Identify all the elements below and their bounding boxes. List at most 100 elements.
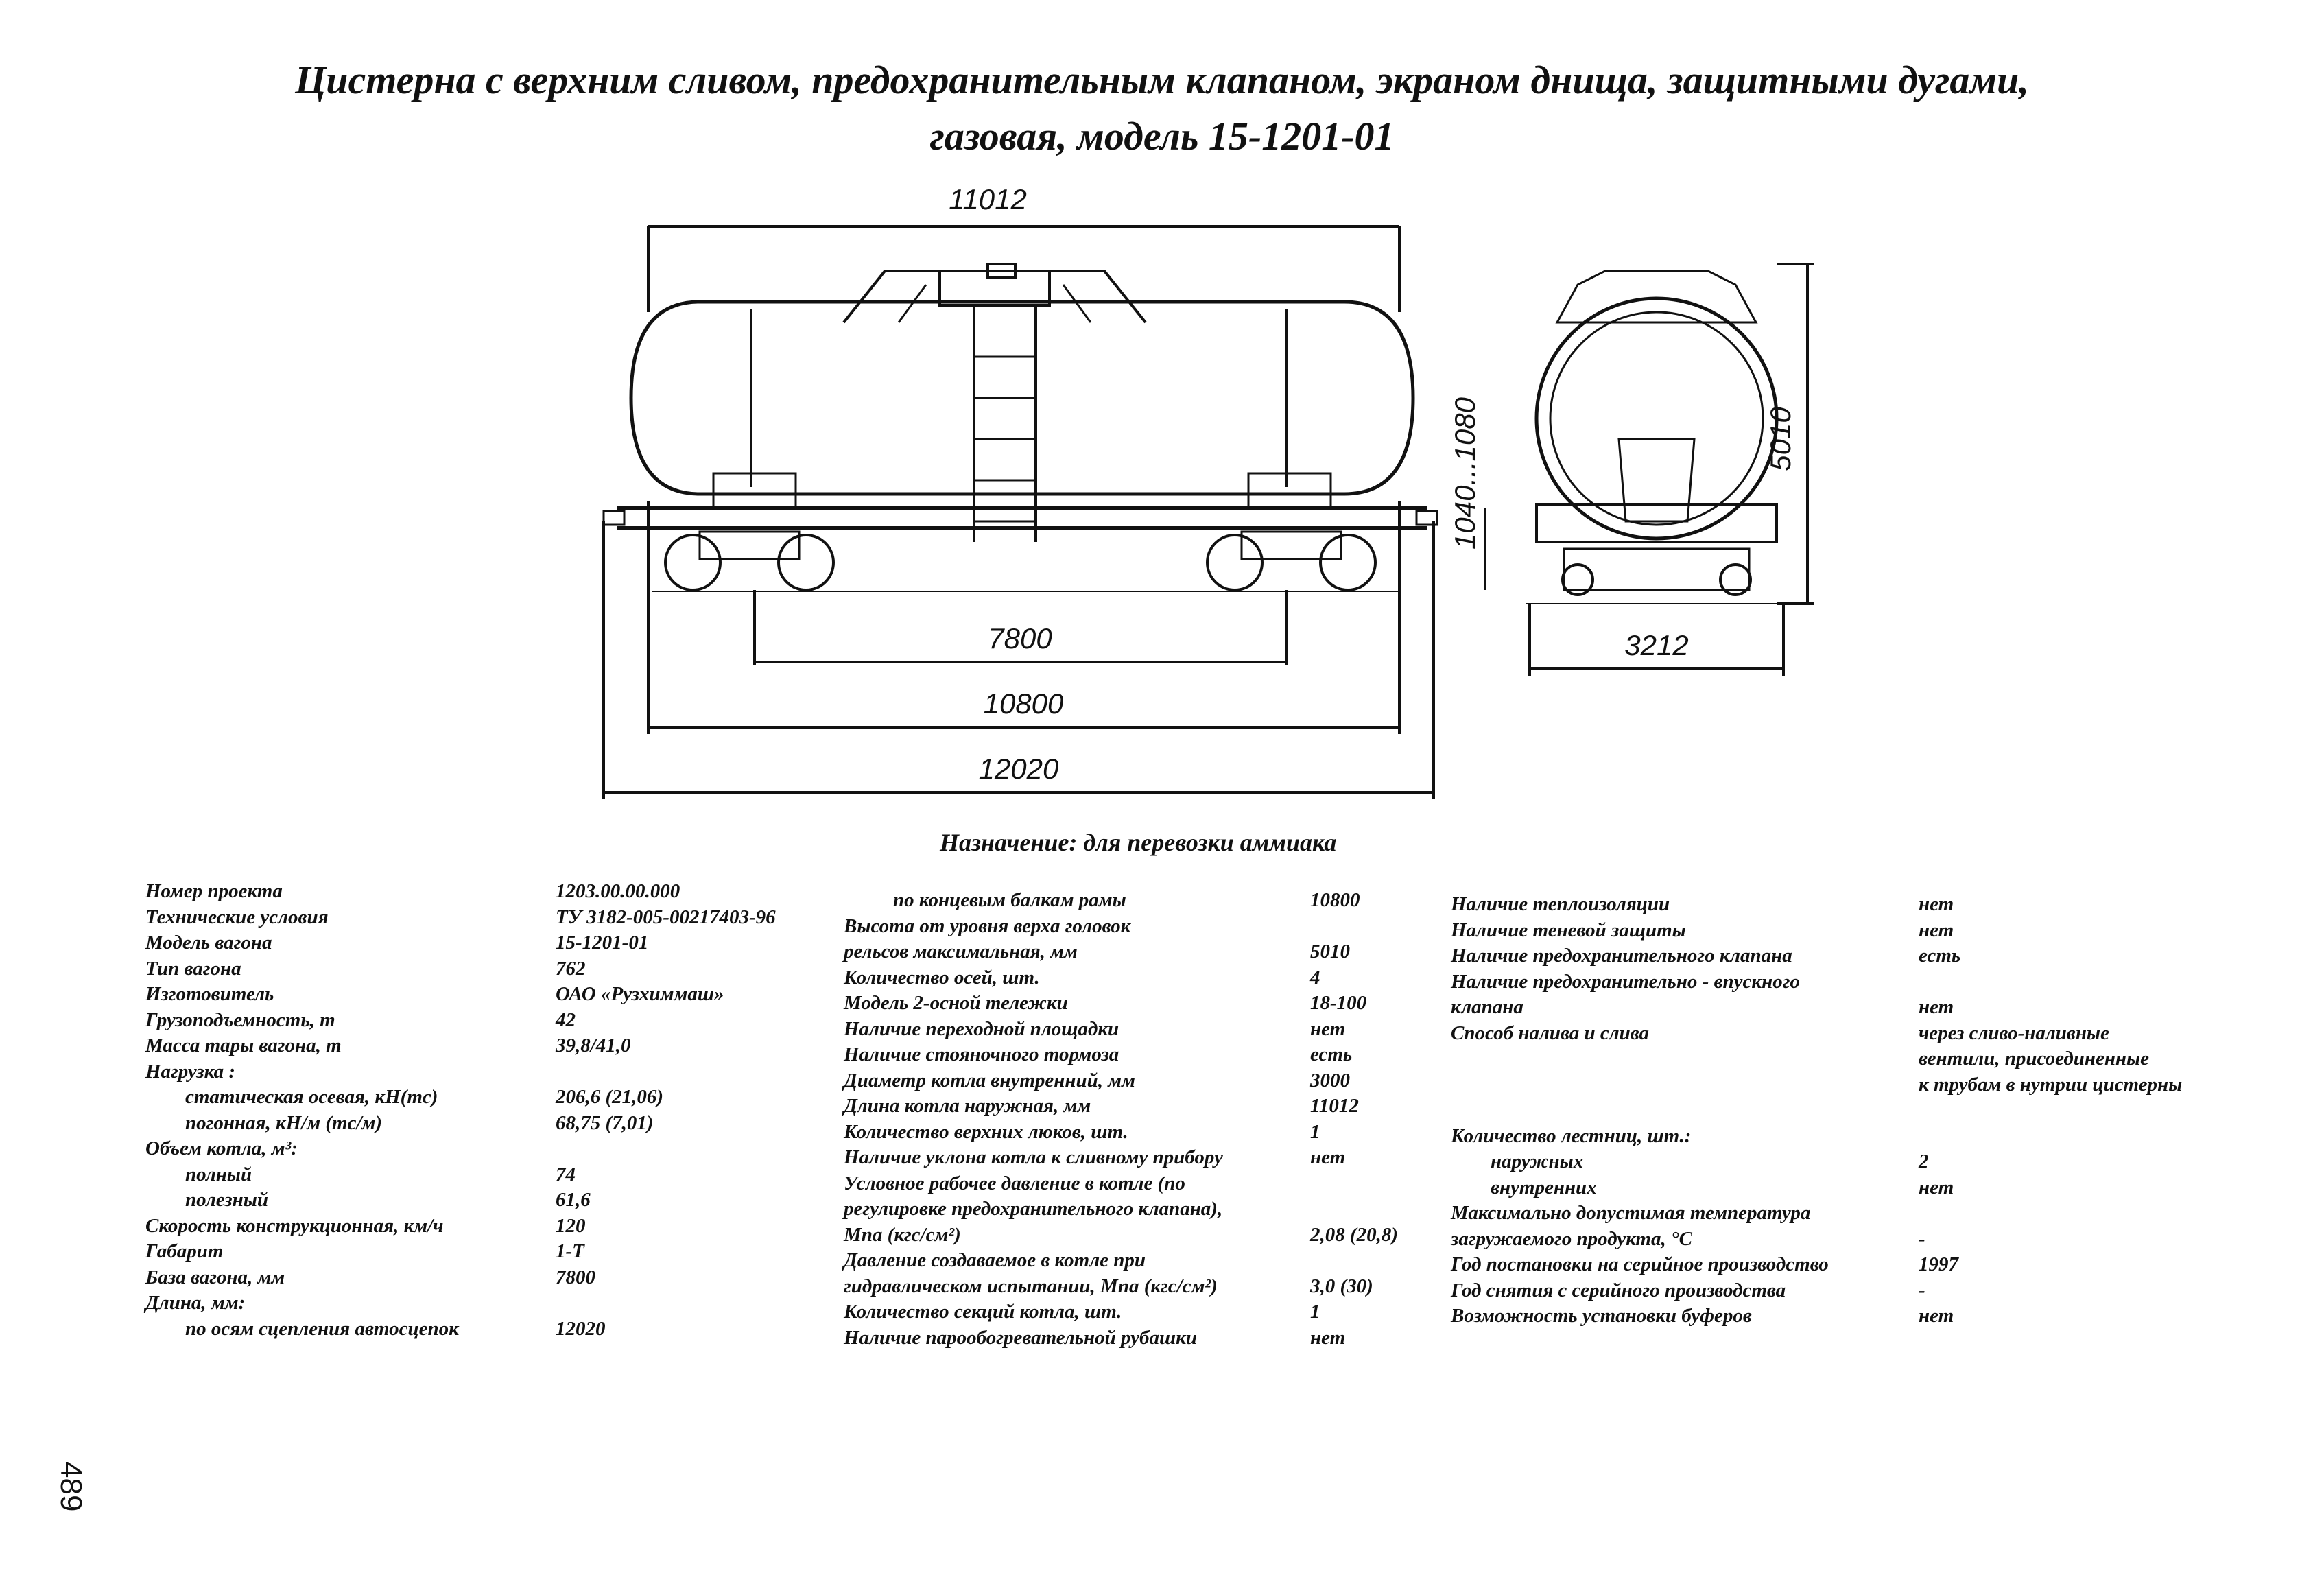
spec-label: Наличие предохранительного клапана — [1451, 945, 1792, 967]
spec-label: гидравлическом испытании, Мпа (кгс/см²) — [844, 1275, 1218, 1297]
spec-value: 18-100 — [1310, 992, 1367, 1014]
spec-label: Масса тары вагона, т — [145, 1035, 342, 1056]
spec-row: Год снятия с серийного производства - — [1451, 1279, 2246, 1305]
spec-label: Диаметр котла внутренний, мм — [844, 1069, 1135, 1091]
spec-label: Модель вагона — [145, 932, 272, 954]
spec-label: рельсов максимальная, мм — [844, 941, 1078, 962]
spec-row: Высота от уровня верха головок — [844, 915, 1461, 941]
spec-row: База вагона, мм 7800 — [145, 1266, 804, 1292]
spec-value: 2 — [1919, 1150, 1929, 1172]
spec-row: Давление создаваемое в котле при — [844, 1249, 1461, 1275]
dim-height-range: 1040...1080 — [1449, 397, 1481, 550]
spec-label: по концевым балкам рамы — [893, 889, 1126, 911]
spec-row: Нагрузка : — [145, 1061, 804, 1087]
spec-label: Год постановки на серийное производство — [1451, 1253, 1829, 1275]
spec-label: внутренних — [1491, 1176, 1597, 1198]
spec-value: - — [1919, 1227, 1925, 1250]
spec-label: Скорость конструкционная, км/ч — [145, 1214, 444, 1237]
spec-label: полный — [185, 1163, 252, 1185]
spec-row: Способ налива и слива через сливо-наливны… — [1451, 1022, 2246, 1048]
spec-label: Наличие переходной площадки — [844, 1017, 1119, 1040]
spec-value: 10800 — [1310, 889, 1360, 911]
spec-value: 1 — [1310, 1301, 1320, 1323]
spec-value: 68,75 (7,01) — [556, 1111, 654, 1134]
spec-row: загружаемого продукта, °С- — [1451, 1228, 2246, 1254]
spec-label: погонная, кН/м (тс/м) — [185, 1111, 383, 1134]
spec-row: по концевым балкам рамы 10800 — [844, 889, 1461, 915]
spec-value: 1-Т — [556, 1240, 584, 1262]
spec-row: клапана нет — [1451, 996, 2246, 1022]
spec-label: Грузоподъемность, т — [145, 1008, 335, 1031]
spec-row: Объем котла, м³: — [145, 1137, 804, 1163]
spec-value: есть — [1310, 1043, 1353, 1065]
spec-value: 3,0 (30) — [1310, 1275, 1373, 1297]
spec-label: Наличие парообогревательной рубашки — [844, 1326, 1197, 1349]
spec-row: Условное рабочее давление в котле (по — [844, 1172, 1461, 1198]
spec-value: нет — [1919, 996, 1954, 1018]
spec-value: 1 — [1310, 1120, 1320, 1143]
spec-value: нет — [1310, 1326, 1346, 1349]
spec-row: полезный 61,6 — [145, 1189, 804, 1215]
spec-label: Длина, мм: — [145, 1292, 246, 1314]
spec-row: Наличие стояночного тормоза есть — [844, 1043, 1461, 1070]
spec-value: 5010 — [1310, 941, 1350, 962]
spec-value: нет — [1919, 919, 1954, 941]
spec-value: есть — [1919, 945, 1961, 967]
spec-row: вентили, присоединенные — [1451, 1048, 2246, 1074]
spec-label: Количество лестниц, шт.: — [1451, 1124, 1692, 1147]
spec-label: Наличие теневой защиты — [1451, 919, 1686, 941]
spec-label: Наличие теплоизоляции — [1451, 893, 1670, 915]
spec-value: - — [1919, 1279, 1925, 1301]
spec-label: Год снятия с серийного производства — [1451, 1279, 1786, 1301]
spec-label: Условное рабочее давление в котле (по — [844, 1172, 1185, 1194]
spec-row: по осям сцепления автосцепок 12020 — [145, 1318, 804, 1344]
tank-car-drawing: 11012 7800 10800 12020 1040...1080 5010 … — [602, 183, 1814, 799]
spec-label: Давление создаваемое в котле при — [844, 1249, 1146, 1271]
spec-label: регулировке предохранительного клапана), — [844, 1198, 1223, 1220]
spec-label: Наличие стояночного тормоза — [844, 1043, 1119, 1065]
spec-label: Мпа (кгс/см²) — [844, 1223, 961, 1246]
spec-row: Количество осей, шт. 4 — [844, 967, 1461, 993]
spec-label: Наличие предохранительно - впускного — [1451, 970, 1800, 993]
spec-value: 4 — [1310, 966, 1320, 989]
title-line-1: Цистерна с верхним сливом, предохранител… — [295, 58, 2029, 102]
spec-value: 11012 — [1310, 1095, 1359, 1117]
spec-value: нет — [1919, 1305, 1954, 1327]
page-number: 489 — [54, 1461, 88, 1512]
spec-row: к трубам в нутрии цистерны — [1451, 1074, 2246, 1100]
spec-value: 7800 — [556, 1266, 595, 1288]
spec-label: Нагрузка : — [145, 1060, 236, 1083]
spec-label: клапана — [1451, 996, 1523, 1018]
spec-label: Количество секций котла, шт. — [844, 1301, 1122, 1323]
dim-frame-length: 10800 — [984, 687, 1064, 720]
spec-label: Максимально допустимая температура — [1451, 1202, 1811, 1224]
spec-row: Количество лестниц, шт.: — [1451, 1125, 2246, 1151]
spec-label: Способ налива и слива — [1451, 1021, 1649, 1044]
spec-label: База вагона, мм — [145, 1266, 285, 1288]
spec-label: Количество осей, шт. — [844, 966, 1040, 989]
spec-row: Максимально допустимая температура — [1451, 1202, 2246, 1228]
spec-value: 12020 — [556, 1317, 606, 1340]
spec-row: погонная, кН/м (тс/м) 68,75 (7,01) — [145, 1112, 804, 1138]
spec-label: Тип вагона — [145, 957, 241, 980]
spec-value: ОАО «Рузхиммаш» — [556, 983, 724, 1005]
spec-label: Изготовитель — [145, 983, 274, 1005]
spec-value: 61,6 — [556, 1189, 591, 1211]
spec-value: ТУ 3182-005-00217403-96 — [556, 906, 776, 928]
spec-value: 206,6 (21,06) — [556, 1086, 664, 1108]
spec-row: Количество верхних люков, шт.1 — [844, 1121, 1461, 1147]
spec-label: по осям сцепления автосцепок — [185, 1317, 459, 1340]
spec-value: через сливо-наливные — [1919, 1021, 2109, 1044]
spec-label: полезный — [185, 1189, 268, 1211]
